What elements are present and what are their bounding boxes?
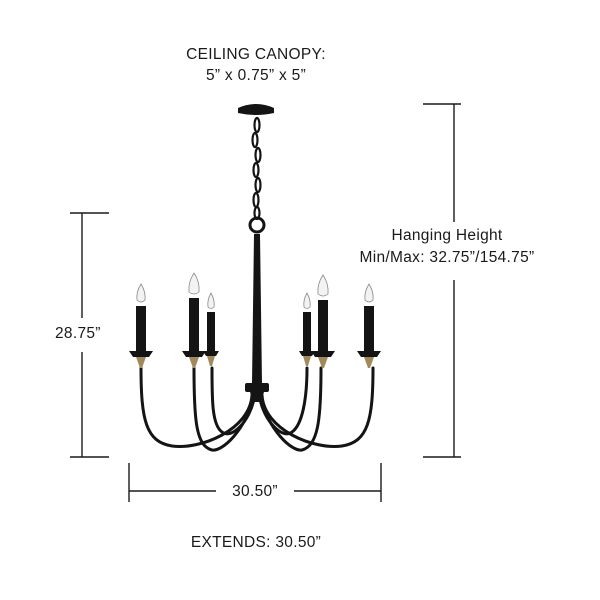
canopy-title: CEILING CANOPY: (186, 46, 326, 63)
fixture-width-label: 30.50” (232, 483, 278, 500)
candle-bulb-icon (299, 292, 315, 366)
arms (139, 366, 375, 452)
fixture-height-dimension (70, 212, 109, 458)
hanging-loop (248, 216, 266, 234)
chain (251, 116, 262, 221)
candle-bulb-icon (311, 274, 335, 368)
center-hub (245, 383, 269, 392)
fixture-width-dimension (128, 463, 382, 502)
center-stem (252, 234, 262, 384)
candle-bulb-icon (129, 283, 153, 368)
fixture-height-label: 28.75” (55, 325, 101, 342)
hanging-height-range: Min/Max: 32.75”/154.75” (359, 249, 535, 266)
ceiling-canopy (238, 104, 274, 115)
hanging-height-dimension (423, 103, 461, 458)
candle-bulb-icon (357, 283, 381, 368)
canopy-dimensions: 5” x 0.75” x 5” (205, 67, 307, 84)
candle-bulb-icon (182, 272, 206, 368)
extends-label: EXTENDS: 30.50” (190, 534, 322, 551)
hanging-height-title: Hanging Height (391, 227, 503, 244)
candle-bulb-icon (203, 292, 219, 366)
chandelier-illustration (129, 104, 381, 452)
